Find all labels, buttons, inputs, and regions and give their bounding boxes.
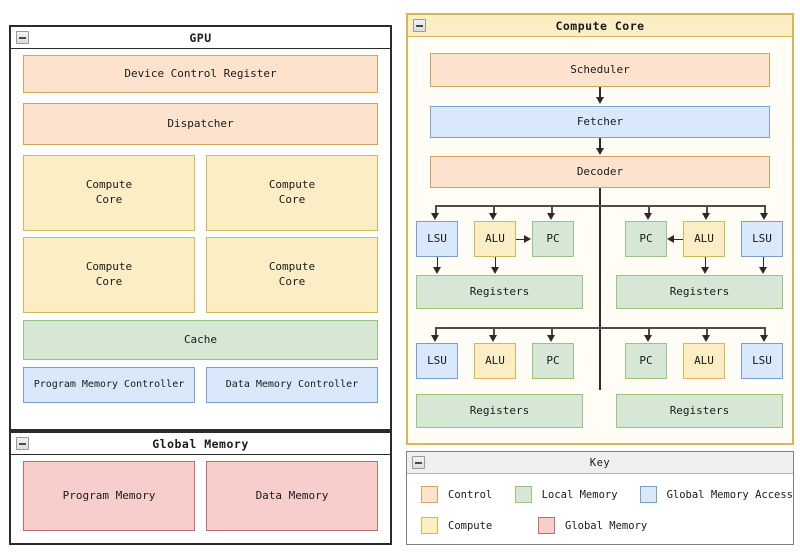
lsu-block-row1-right: LSU [741, 221, 783, 257]
fetcher-block: Fetcher [430, 106, 770, 138]
registers-block-row1-right: Registers [616, 275, 783, 309]
key-label-global-memory-access: Global Memory Access [666, 488, 793, 501]
program-memory-block: Program Memory [23, 461, 195, 531]
compute-core-block-1: Compute Core [23, 155, 195, 231]
pc-block-row1-left: PC [532, 221, 574, 257]
registers-block-row2-left: Registers [416, 394, 583, 428]
key-row-1: Control Local Memory Global Memory Acces… [421, 486, 793, 503]
alu-block-row2-left: ALU [474, 343, 516, 379]
pc-block-row2-right: PC [625, 343, 667, 379]
alu-block-row1-left: ALU [474, 221, 516, 257]
key-label-local-memory: Local Memory [541, 488, 618, 501]
key-item-control: Control [421, 486, 515, 503]
key-item-global-memory: Global Memory [538, 517, 694, 534]
key-row-2: Compute Global Memory [421, 517, 793, 534]
key-item-local-memory: Local Memory [514, 486, 640, 503]
cache-block: Cache [23, 320, 378, 360]
compute-core-block-4: Compute Core [206, 237, 378, 313]
scheduler-block: Scheduler [430, 53, 770, 87]
key-label-global-memory: Global Memory [565, 519, 648, 532]
dispatcher-block: Dispatcher [23, 103, 378, 145]
compute-core-block-3: Compute Core [23, 237, 195, 313]
key-panel: Key Control Local Memory Global Memory A… [406, 451, 794, 545]
gpu-panel: GPU Device Control Register Dispatcher C… [9, 25, 392, 431]
program-memory-controller-block: Program Memory Controller [23, 367, 195, 403]
minus-square-icon[interactable] [16, 31, 29, 44]
pc-block-row2-left: PC [532, 343, 574, 379]
key-label-compute: Compute [448, 519, 493, 532]
key-item-global-memory-access: Global Memory Access [639, 486, 793, 503]
compute-core-panel: Compute Core Scheduler Fetcher Decoder L… [406, 13, 794, 445]
compute-core-block-2: Compute Core [206, 155, 378, 231]
key-panel-title-label: Key [589, 457, 611, 469]
alu-block-row1-right: ALU [683, 221, 725, 257]
alu-block-row2-right: ALU [683, 343, 725, 379]
key-swatch-compute [421, 517, 438, 534]
global-memory-panel-title-label: Global Memory [152, 437, 249, 451]
key-swatch-local-memory [514, 486, 532, 503]
decoder-block: Decoder [430, 156, 770, 188]
lsu-block-row2-left: LSU [416, 343, 458, 379]
data-memory-controller-block: Data Memory Controller [206, 367, 378, 403]
global-memory-panel: Global Memory Program Memory Data Memory [9, 431, 392, 545]
minus-square-icon[interactable] [413, 19, 426, 32]
gpu-panel-title-label: GPU [189, 31, 212, 45]
global-memory-panel-title: Global Memory [11, 433, 390, 455]
key-panel-title: Key [407, 452, 793, 474]
data-memory-block: Data Memory [206, 461, 378, 531]
pc-block-row1-right: PC [625, 221, 667, 257]
minus-square-icon[interactable] [412, 456, 425, 469]
registers-block-row2-right: Registers [616, 394, 783, 428]
gpu-panel-title: GPU [11, 27, 390, 49]
key-legend: Control Local Memory Global Memory Acces… [407, 474, 793, 544]
registers-block-row1-left: Registers [416, 275, 583, 309]
key-swatch-global-memory [538, 517, 555, 534]
device-control-register-block: Device Control Register [23, 55, 378, 93]
key-swatch-control [421, 486, 438, 503]
minus-square-icon[interactable] [16, 437, 29, 450]
compute-core-panel-title: Compute Core [408, 15, 792, 37]
key-item-compute: Compute [421, 517, 538, 534]
compute-core-panel-title-label: Compute Core [555, 19, 645, 33]
lsu-block-row2-right: LSU [741, 343, 783, 379]
lsu-block-row1-left: LSU [416, 221, 458, 257]
key-label-control: Control [448, 488, 493, 501]
key-swatch-global-memory-access [639, 486, 657, 503]
